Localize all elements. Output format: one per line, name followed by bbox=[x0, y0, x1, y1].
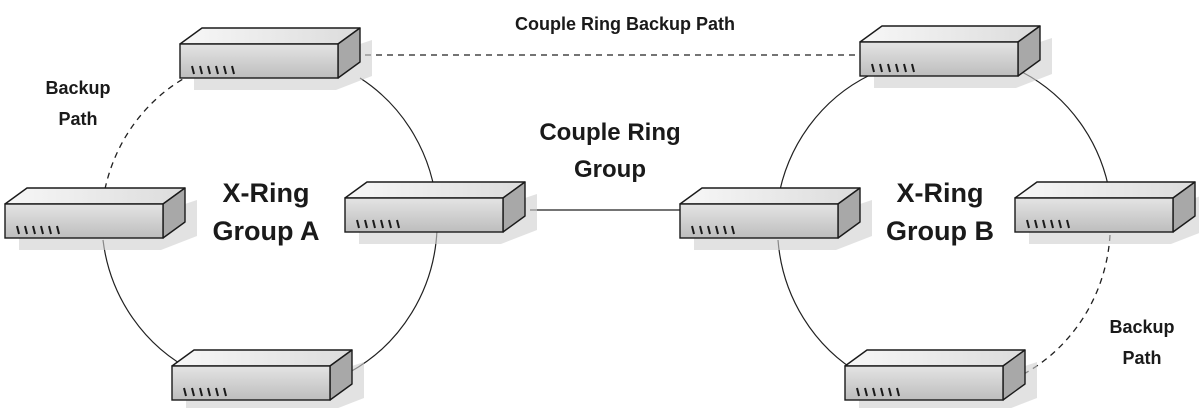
ring-b-path bbox=[777, 239, 863, 376]
switch-b-left-icon bbox=[679, 187, 873, 251]
couple-ring-backup-path-label: Couple Ring Backup Path bbox=[515, 14, 735, 34]
backup-path-a-label: Path bbox=[58, 109, 97, 129]
group-a-label: X-Ring bbox=[223, 178, 310, 208]
ring-b-backup-path bbox=[1021, 234, 1111, 376]
switch-a-left-icon bbox=[4, 187, 198, 251]
ring-b-path bbox=[1021, 71, 1111, 196]
ring-a-backup-path bbox=[102, 74, 191, 201]
group-b-label: X-Ring bbox=[897, 178, 984, 208]
couple-ring-group-label: Couple Ring bbox=[539, 119, 680, 146]
switch-b-bottom-icon bbox=[844, 349, 1038, 408]
group-a-label: Group A bbox=[213, 216, 320, 246]
ring-a-path bbox=[102, 239, 196, 373]
backup-path-b-label: Path bbox=[1122, 348, 1161, 368]
switch-a-bottom-icon bbox=[171, 349, 365, 408]
backup-path-a-label: Backup bbox=[45, 78, 110, 98]
switch-b-right-icon bbox=[1014, 181, 1199, 245]
ring-a-path bbox=[349, 229, 438, 373]
backup-path-b-label: Backup bbox=[1109, 317, 1174, 337]
switch-b-top-icon bbox=[859, 25, 1053, 89]
switch-a-right-icon bbox=[344, 181, 538, 245]
couple-ring-group-label: Group bbox=[574, 156, 646, 183]
group-b-label: Group B bbox=[886, 216, 994, 246]
switch-a-top-icon bbox=[179, 27, 373, 91]
ring-b-path bbox=[777, 74, 871, 201]
